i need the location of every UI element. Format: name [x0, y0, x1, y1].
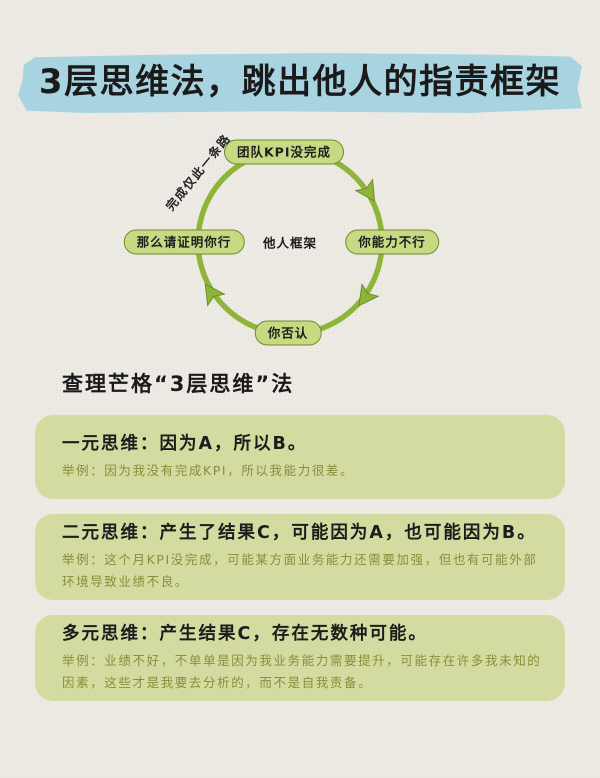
section-heading: 查理芒格“3层思维”法	[62, 372, 295, 396]
cycle-center-label: 他人框架	[262, 235, 318, 251]
card-title: 二元思维：产生了结果C，可能因为A，也可能因为B。	[62, 523, 537, 543]
thinking-card-one-dimensional: 一元思维：因为A，所以B。 举例：因为我没有完成KPI，所以我能力很差。	[35, 415, 565, 499]
thinking-card-two-dimensional: 二元思维：产生了结果C，可能因为A，也可能因为B。 举例：这个月KPI没完成，可…	[35, 514, 565, 600]
card-example-line: 举例：这个月KPI没完成，可能某方面业务能力还需要加强，但也有可能外部	[62, 552, 538, 567]
thinking-card-multi-dimensional: 多元思维：产生结果C，存在无数种可能。 举例：业绩不好，不单单是因为我业务能力需…	[35, 615, 565, 701]
card-example-line: 举例：因为我没有完成KPI，所以我能力很差。	[62, 463, 355, 478]
title-highlight-brush	[18, 53, 582, 113]
card-title: 多元思维：产生结果C，存在无数种可能。	[62, 624, 428, 644]
cycle-arrow-upper-right	[354, 178, 376, 202]
page-title: 3层思维法，跳出他人的指责框架	[38, 62, 562, 102]
cycle-node-right: 你能力不行	[345, 229, 439, 255]
card-title: 一元思维：因为A，所以B。	[62, 434, 308, 454]
cycle-node-left: 那么请证明你行	[123, 229, 245, 255]
cycle-node-bottom: 你否认	[254, 320, 322, 346]
card-example-line: 因素，这些才是我要去分析的，而不是自我责备。	[62, 675, 373, 690]
cycle-node-top: 团队KPI没完成	[224, 139, 344, 165]
cycle-arrow-lower-right	[358, 283, 380, 307]
card-example-line: 举例：业绩不好，不单单是因为我业务能力需要提升，可能存在许多我未知的	[62, 653, 542, 668]
card-example-line: 环境导致业绩不良。	[62, 574, 189, 589]
cycle-arrow-lower-left	[204, 283, 226, 307]
